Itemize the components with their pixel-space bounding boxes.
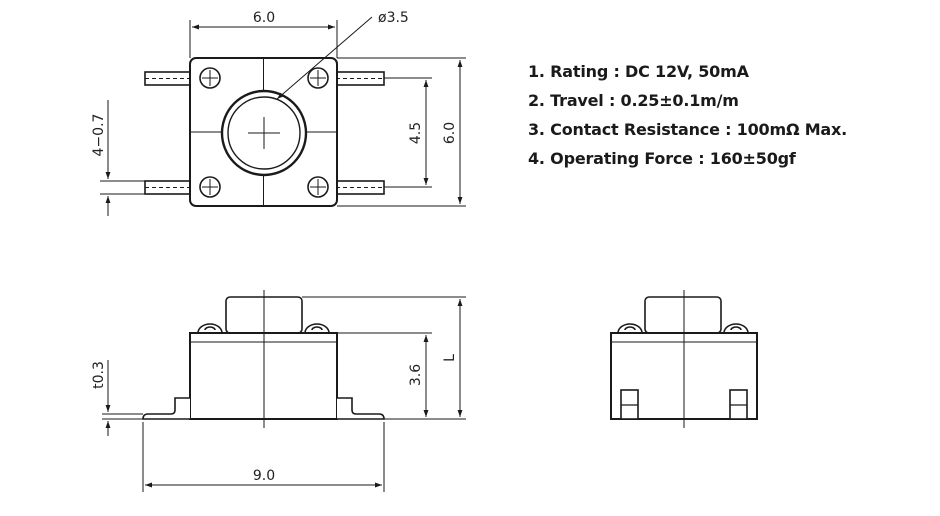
side-view-lead-right	[337, 397, 385, 420]
spec-travel: 2. Travel : 0.25±0.1m/m	[528, 91, 739, 110]
spec-operating-force: 4. Operating Force : 160±50gf	[528, 149, 796, 168]
top-view-dimensions	[100, 16, 466, 216]
side-view-lead-left	[142, 397, 190, 420]
end-view	[610, 290, 758, 428]
dim-top-height: 6.0	[442, 122, 458, 144]
top-view-pin-top-left	[144, 71, 192, 86]
end-view-terminal-right	[729, 389, 748, 420]
dim-overall-length: 9.0	[253, 468, 275, 484]
spec-contact-resistance: 3. Contact Resistance : 100mΩ Max.	[528, 120, 848, 139]
top-view-button	[220, 89, 308, 177]
top-view-pin-bottom-left	[144, 180, 192, 195]
dim-button-diameter: ø3.5	[378, 10, 409, 26]
end-view-button	[644, 296, 722, 334]
dim-top-width: 6.0	[253, 10, 275, 26]
dim-body-height: 3.6	[408, 364, 424, 386]
top-view	[144, 57, 385, 207]
spec-rating: 1. Rating : DC 12V, 50mA	[528, 62, 749, 81]
dim-pin-width: 4−0.7	[91, 114, 107, 157]
spec-list: 1. Rating : DC 12V, 50mA 2. Travel : 0.2…	[528, 57, 847, 173]
side-view	[142, 290, 385, 428]
top-view-corner-holes	[199, 67, 329, 198]
dim-pin-pitch: 4.5	[408, 122, 424, 144]
dim-overall-height: L	[442, 354, 458, 362]
side-view-dimensions	[102, 296, 466, 492]
dim-lead-thickness: t0.3	[91, 361, 107, 389]
top-view-pin-top-right	[335, 71, 385, 86]
end-view-terminal-left	[620, 389, 639, 420]
top-view-pin-bottom-right	[335, 180, 385, 195]
